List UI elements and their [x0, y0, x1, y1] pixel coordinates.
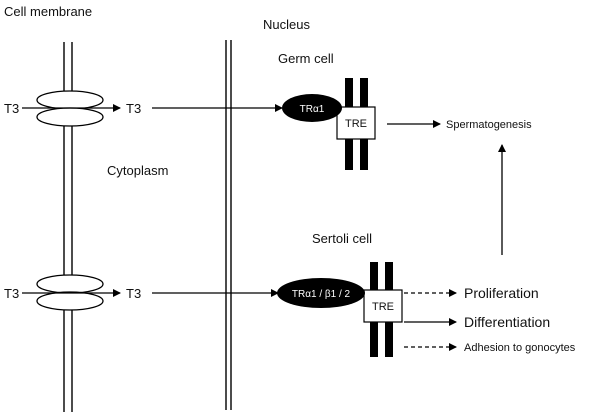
- transporter-bottom-upper: [36, 274, 104, 294]
- tre-box-sertoli: [363, 289, 403, 323]
- label-adhesion: Adhesion to gonocytes: [464, 342, 576, 354]
- label-t3-inside-bottom: T3: [126, 286, 141, 301]
- label-nucleus: Nucleus: [263, 17, 310, 32]
- label-differentiation: Differentiation: [464, 314, 550, 330]
- label-t3-inside-top: T3: [126, 101, 141, 116]
- transporter-bottom-lower: [36, 291, 104, 311]
- label-tr-alpha1-beta: TRα1 / β1 / 2: [292, 289, 351, 300]
- label-t3-outside-top: T3: [4, 101, 19, 116]
- label-tre-germ: TRE: [345, 118, 367, 130]
- label-cytoplasm: Cytoplasm: [107, 163, 168, 178]
- label-sertoli-cell: Sertoli cell: [312, 231, 372, 246]
- receptor-tr-alpha1-beta: [277, 278, 365, 308]
- label-proliferation: Proliferation: [464, 285, 539, 301]
- label-tr-alpha1: TRα1: [300, 104, 325, 115]
- receptor-tr-alpha1: [282, 94, 342, 122]
- transporter-top-upper: [36, 90, 104, 110]
- transporter-top-lower: [36, 107, 104, 127]
- tre-box-germ: [336, 106, 376, 140]
- label-germ-cell: Germ cell: [278, 51, 334, 66]
- label-spermatogenesis: Spermatogenesis: [446, 119, 532, 131]
- label-tre-sertoli: TRE: [372, 301, 394, 313]
- label-t3-outside-bottom: T3: [4, 286, 19, 301]
- label-cell-membrane: Cell membrane: [4, 4, 92, 19]
